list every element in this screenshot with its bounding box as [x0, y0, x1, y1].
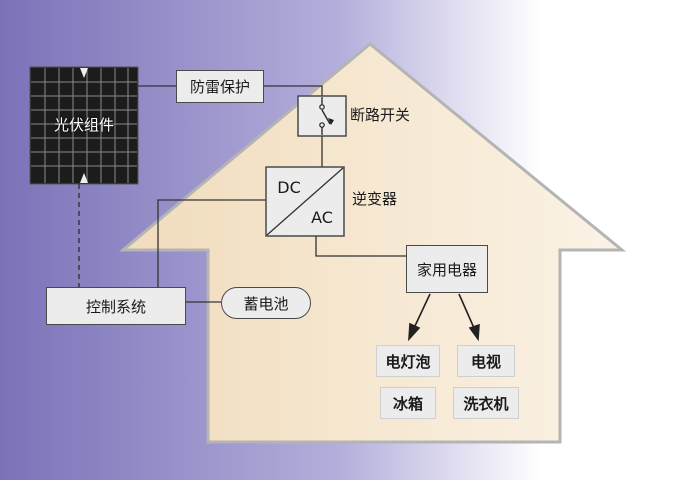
connection-lines [138, 85, 407, 303]
solar-panel-icon [29, 66, 139, 185]
breaker-switch-icon [297, 95, 347, 137]
battery-box: 蓄电池 [221, 287, 311, 319]
appliances-box: 家用电器 [406, 245, 488, 293]
controller-box: 控制系统 [46, 287, 186, 325]
pv-module-label: 光伏组件 [53, 115, 114, 134]
inverter-ac-label: AC [311, 207, 333, 227]
appliance-item-washer: 洗衣机 [453, 387, 519, 419]
appliance-item-tv: 电视 [457, 345, 515, 377]
house-shape [118, 42, 627, 444]
inverter-dc-label: DC [277, 177, 301, 197]
appliance-arrows [408, 293, 480, 342]
circuit-breaker-label: 断路开关 [350, 106, 411, 124]
inverter-label: 逆变器 [352, 190, 398, 208]
lightning-protection-box: 防雷保护 [176, 70, 264, 103]
inverter-box [265, 166, 345, 237]
appliance-item-bulb: 电灯泡 [376, 345, 440, 377]
appliance-item-fridge: 冰箱 [380, 387, 436, 419]
